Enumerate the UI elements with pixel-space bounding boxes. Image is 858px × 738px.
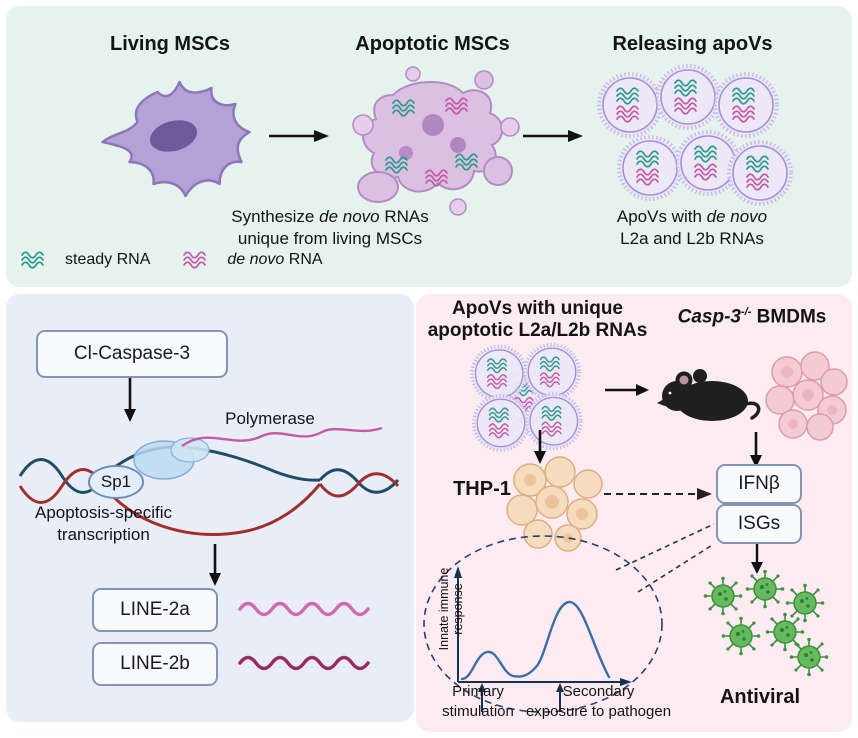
caption-apovs-pre: ApoVs with xyxy=(616,207,707,226)
caption-synthesize-line2: unique from living MSCs xyxy=(237,229,423,249)
dna-transcription-illustration xyxy=(18,426,400,536)
thp1-cells-illustration xyxy=(506,456,603,552)
arrow-apovs-to-mouse xyxy=(605,384,649,396)
legend-steady-label: steady RNA xyxy=(65,251,151,268)
arrow-dna-to-lines xyxy=(209,544,221,586)
arrow-boxes-to-virus xyxy=(751,544,763,574)
inset-primary-line1: Primary xyxy=(452,683,504,700)
heading-apovs-unique: ApoVs with unique apoptotic L2a/L2b RNAs xyxy=(420,298,655,342)
ifnb-box: IFNβ xyxy=(716,464,802,504)
caption-synthesize-post: RNAs xyxy=(379,207,429,226)
isgs-box: ISGs xyxy=(716,504,802,544)
apovs-illustration xyxy=(588,63,793,221)
immune-response-curve xyxy=(460,600,611,681)
inset-ylabel-line2: response xyxy=(451,583,466,635)
transcription-line2: transcription xyxy=(57,525,150,545)
arrow-caspase-to-dna xyxy=(124,378,136,422)
thp1-label: THP-1 xyxy=(453,478,511,500)
inset-primary-line2: stimulation xyxy=(442,703,514,721)
virus-cluster-illustration xyxy=(702,570,830,678)
polymerase-label: Polymerase xyxy=(225,409,315,428)
inset-primary-label: Primary stimulation xyxy=(428,682,528,723)
apoptotic-msc-illustration xyxy=(352,66,520,216)
arrow-apovs-to-thp1 xyxy=(534,430,546,464)
mouse-icon xyxy=(657,369,761,421)
antiviral-label: Antiviral xyxy=(719,686,801,708)
denovo-rna-icon xyxy=(183,251,207,269)
heading-apoptotic-mscs: Apoptotic MSCs xyxy=(355,33,510,55)
inset-secondary-line1: Secondary xyxy=(562,683,635,700)
line-2a-rna-wave xyxy=(238,601,370,617)
inset-y-axis-label: Innate immune response xyxy=(437,557,467,661)
arrow-bmdm-to-boxes xyxy=(750,432,762,468)
sp1-label: Sp1 xyxy=(100,472,132,491)
caption-apovs-line2: L2a and L2b RNAs xyxy=(620,229,764,249)
inset-ylabel-line1: Innate immune xyxy=(437,567,451,651)
inset-secondary-line2: exposure to pathogen xyxy=(525,703,672,721)
caption-apovs: ApoVs with de novo L2a and L2b RNAs xyxy=(587,206,797,250)
arrow-living-to-apoptotic xyxy=(269,130,329,142)
steady-rna-icon xyxy=(21,251,44,269)
living-msc-illustration xyxy=(101,80,251,198)
caption-synthesize-pre: Synthesize xyxy=(231,207,320,226)
line-2a-box: LINE-2a xyxy=(92,588,218,632)
caption-synthesize-italic: de novo xyxy=(319,207,380,226)
dashed-arrow-thp1-to-ifn xyxy=(604,488,712,500)
caption-apovs-italic: de novo xyxy=(706,207,768,226)
line-2b-rna-wave xyxy=(238,655,370,671)
dashed-zoom-lines xyxy=(615,523,715,593)
arrow-apoptotic-to-apovs xyxy=(523,130,583,142)
cl-caspase-3-box: Cl-Caspase-3 xyxy=(36,330,228,378)
caption-synthesize: Synthesize de novo RNAs unique from livi… xyxy=(185,206,475,250)
heading-bmdms: Casp-3-/- BMDMs xyxy=(652,306,852,328)
heading-living-mscs: Living MSCs xyxy=(109,33,230,55)
legend-denovo-italic: de novo xyxy=(227,251,285,268)
transcription-line1: Apoptosis-specific xyxy=(34,503,172,522)
heading-releasing-apovs: Releasing apoVs xyxy=(612,33,773,55)
bmdm-gene-name: Casp-3 xyxy=(677,306,741,328)
legend-denovo-label: de novo RNA xyxy=(227,251,322,269)
legend-denovo-post: RNA xyxy=(284,251,323,268)
bmdm-cells-illustration xyxy=(765,351,848,441)
bmdm-suffix: BMDMs xyxy=(751,306,827,328)
inset-secondary-label: Secondary exposure to pathogen xyxy=(516,682,681,723)
transcription-caption: Apoptosis-specific transcription xyxy=(16,502,191,546)
heading-apovs-unique-line1: ApoVs with unique xyxy=(452,298,623,319)
heading-apovs-unique-line2: apoptotic L2a/L2b RNAs xyxy=(427,319,648,341)
bmdm-knockout-sup: -/- xyxy=(741,306,752,318)
rna-legend: steady RNA de novo RNA xyxy=(16,250,323,270)
line-2b-box: LINE-2b xyxy=(92,642,218,686)
immune-response-inset xyxy=(423,535,663,713)
